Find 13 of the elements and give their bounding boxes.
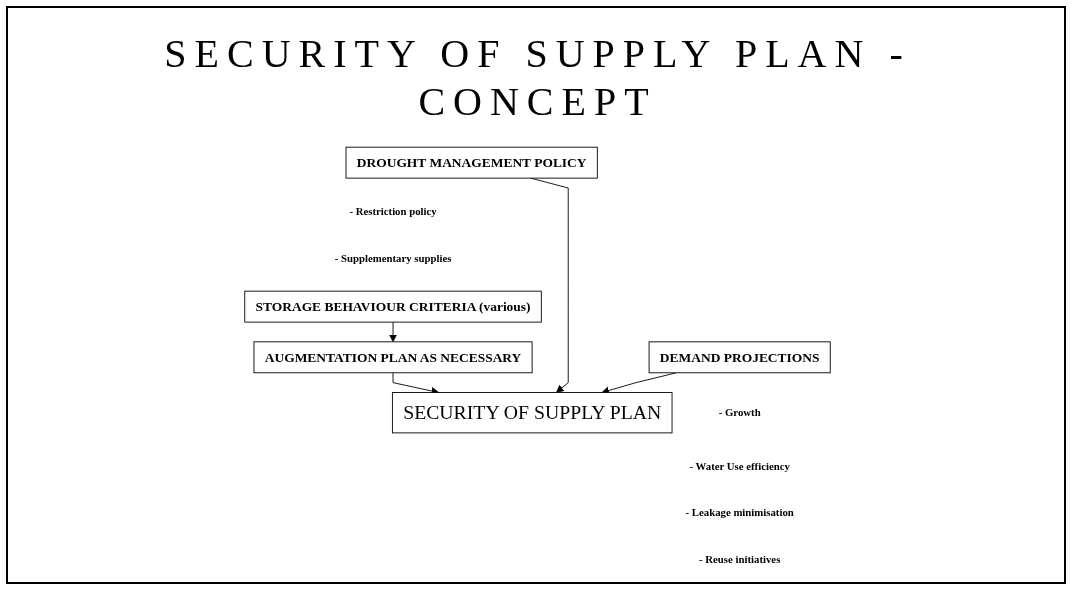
node-box [648,341,831,374]
node-label: - Reuse initiatives [699,553,781,566]
node-box [345,146,598,179]
node-box [253,341,533,374]
node-label: - Leakage minimisation [685,506,794,519]
node-label: - Growth [718,406,761,419]
node-label: - Water Use efficiency [689,459,790,473]
node-box [391,392,673,434]
node-label: - Supplementary supplies [334,251,452,265]
node-box [244,290,542,323]
flowchart: DROUGHT MANAGEMENT POLICY - Restriction policy - Supplementary supplies STORAGE BEHAVIOUR CRITERIA (various) AUGMENTATION PLAN AS NECESSARY DEMAND PROJECTIONS SECURITY OF SUPPLY PLAN - Growth - Water Use efficiency - Leakage minimisation - Reuse initiatives [30,140,1045,580]
slide-title: SECURITY OF SUPPLY PLAN - CONCEPT [163,30,912,126]
node-label: - Restriction policy [349,205,437,218]
